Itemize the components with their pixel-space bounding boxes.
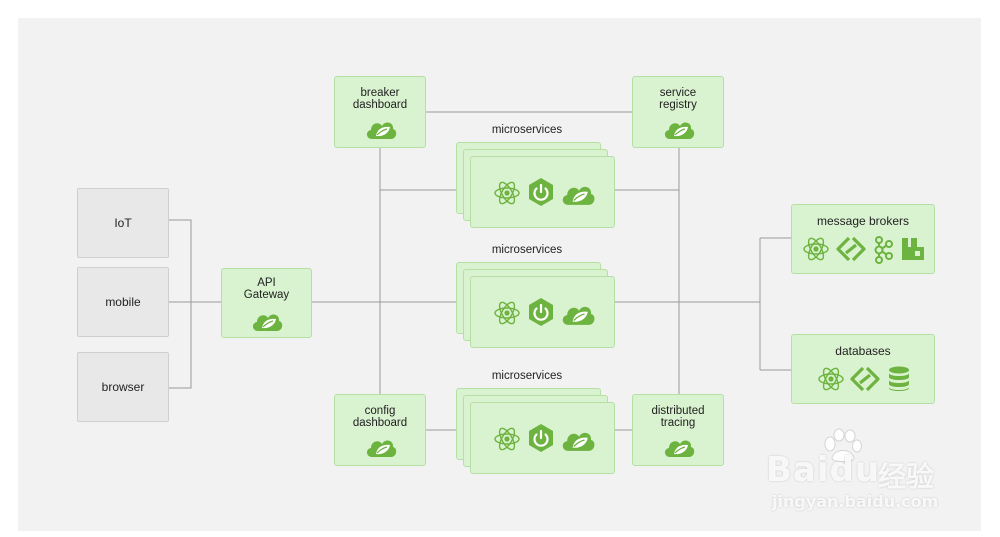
mobile-label: mobile xyxy=(105,295,141,309)
distributed-tracing-box: distributed tracing xyxy=(632,394,724,466)
databases-label: databases xyxy=(835,344,891,358)
config-label-line1: config xyxy=(364,405,396,417)
spring-atom-icon xyxy=(817,365,845,393)
api-gateway-label-line2: Gateway xyxy=(243,289,290,301)
watermark-url: jingyan.baidu.com xyxy=(772,492,939,511)
breaker-dashboard-box: breaker dashboard xyxy=(334,76,426,148)
mobile-client-box: mobile xyxy=(77,267,169,337)
api-gateway-label-line1: API xyxy=(257,277,276,289)
message-brokers-box: message brokers xyxy=(791,204,935,274)
service-registry-box: service registry xyxy=(632,76,724,148)
spring-boot-power-icon xyxy=(527,177,555,207)
iot-client-box: IoT xyxy=(77,188,169,258)
api-gateway-box: API Gateway xyxy=(221,268,312,338)
connector-lines xyxy=(169,111,791,431)
spring-atom-icon xyxy=(493,179,521,207)
watermark-brand: Bai xyxy=(766,450,830,490)
cloud-leaf-icon xyxy=(364,435,398,459)
spring-atom-icon xyxy=(493,299,521,327)
cloud-leaf-icon xyxy=(559,301,597,327)
browser-label: browser xyxy=(101,380,145,394)
config-dashboard-box: config dashboard xyxy=(334,394,426,466)
spring-integration-icon xyxy=(849,365,881,393)
breaker-label-line1: breaker xyxy=(360,87,400,99)
tracing-label-line1: distributed xyxy=(651,405,705,417)
databases-box: databases xyxy=(791,334,935,404)
paw-print-icon xyxy=(824,428,862,463)
microservice-card-front xyxy=(470,156,615,228)
microservices-middle-title: microservices xyxy=(491,244,563,256)
client-connector xyxy=(169,219,192,389)
tracing-label-line2: tracing xyxy=(660,417,696,429)
watermark-cn: 经验 xyxy=(878,460,935,493)
spring-atom-icon xyxy=(493,425,521,453)
browser-client-box: browser xyxy=(77,352,169,422)
cloud-leaf-icon xyxy=(662,435,696,459)
registry-label-line1: service xyxy=(659,87,697,99)
cloud-leaf-icon xyxy=(364,117,398,141)
microservices-top-title: microservices xyxy=(491,124,563,136)
config-label-line2: dashboard xyxy=(352,417,408,429)
database-stack-icon xyxy=(888,366,910,392)
message-brokers-label: message brokers xyxy=(816,214,910,228)
cloud-leaf-icon xyxy=(250,309,284,333)
registry-label-line2: registry xyxy=(659,99,697,111)
cloud-leaf-icon xyxy=(662,117,696,141)
cloud-leaf-icon xyxy=(559,427,597,453)
spring-boot-power-icon xyxy=(527,423,555,453)
spring-atom-icon xyxy=(802,235,830,263)
microservice-card-front xyxy=(470,402,615,474)
diagram-canvas: IoT mobile browser API Gateway breaker d… xyxy=(18,18,981,531)
microservice-card-front xyxy=(470,276,615,348)
spring-integration-icon xyxy=(835,235,867,263)
iot-label: IoT xyxy=(114,216,132,230)
watermark-brand2: du xyxy=(829,450,881,490)
spring-boot-power-icon xyxy=(527,297,555,327)
kafka-icon xyxy=(872,236,894,264)
breaker-label-line2: dashboard xyxy=(352,99,408,111)
cloud-leaf-icon xyxy=(559,181,597,207)
microservices-bottom-title: microservices xyxy=(491,370,563,382)
rabbitmq-icon xyxy=(900,236,926,262)
